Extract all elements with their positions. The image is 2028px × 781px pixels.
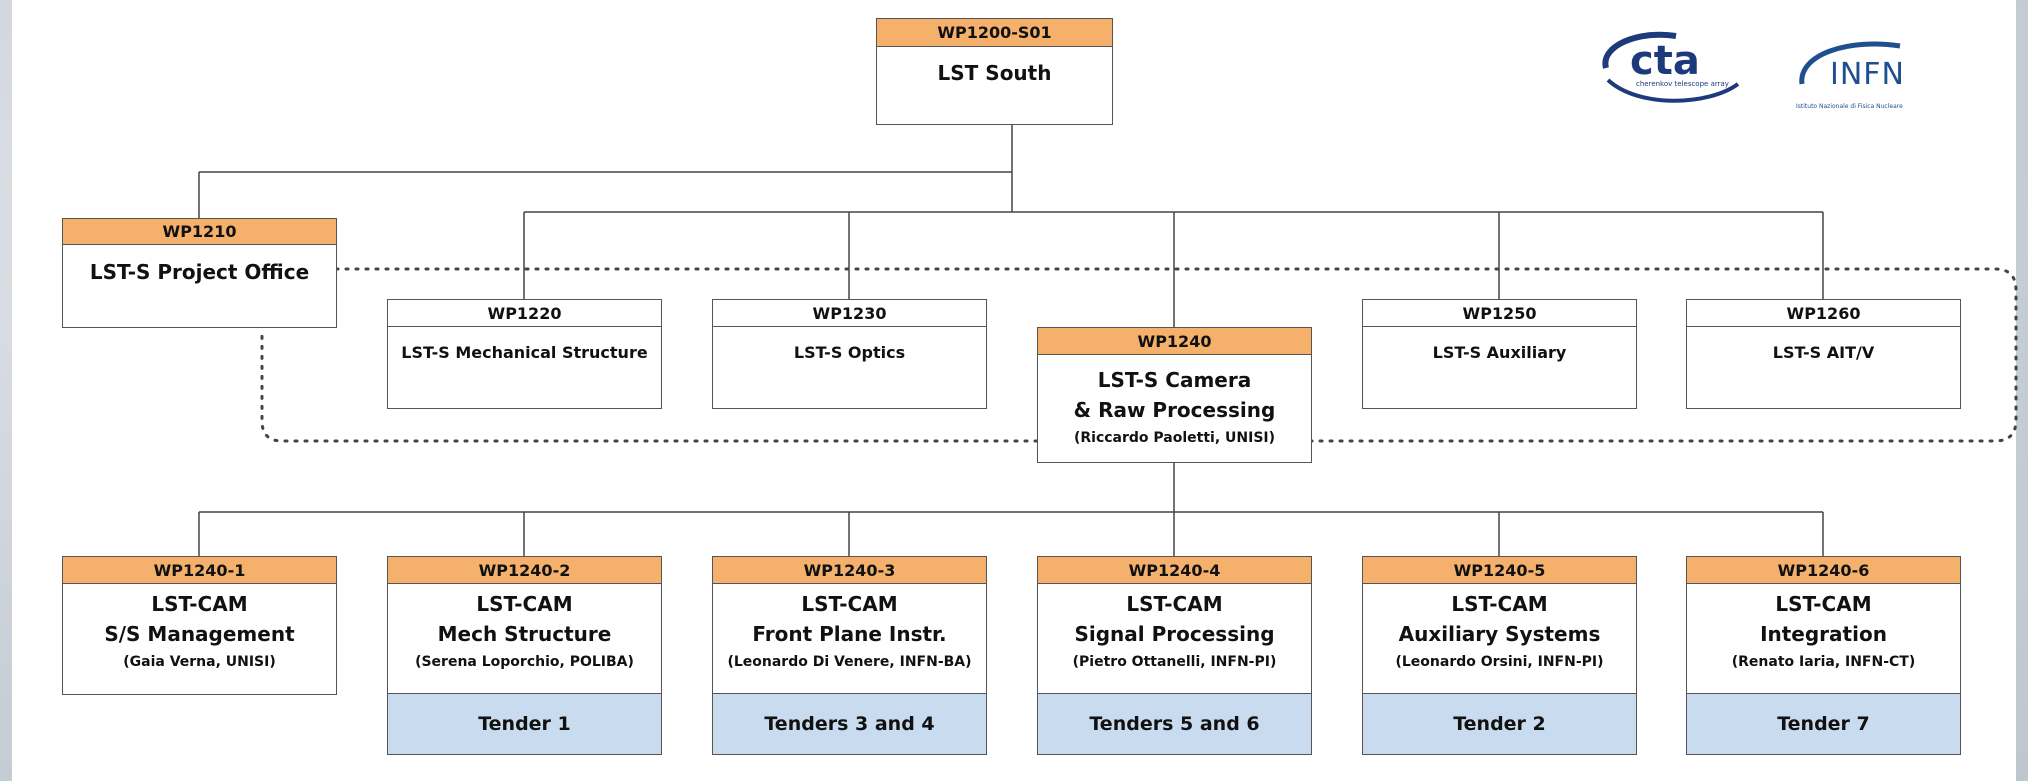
wp-title-line1: LST-CAM — [1775, 592, 1872, 616]
wp1240-4-box: WP1240-4 LST-CAM Signal Processing (Piet… — [1037, 556, 1312, 695]
wp1210-box: WP1210 LST-S Project Office — [62, 218, 337, 328]
tender-box: Tender 7 — [1686, 693, 1961, 755]
svg-text:cta: cta — [1630, 38, 1700, 84]
wp-lead: (Gaia Verna, UNISI) — [123, 654, 276, 670]
wp-title-line1: LST-CAM — [476, 592, 573, 616]
wp1240-3-box: WP1240-3 LST-CAM Front Plane Instr. (Leo… — [712, 556, 987, 695]
svg-text:cherenkov telescope array: cherenkov telescope array — [1636, 80, 1729, 88]
wp-lead: (Serena Loporchio, POLIBA) — [415, 654, 634, 670]
wp1240-box: WP1240 LST-S Camera & Raw Processing (Ri… — [1037, 327, 1312, 463]
wp-code: WP1220 — [388, 300, 661, 327]
svg-text:Istituto Nazionale di Fisica N: Istituto Nazionale di Fisica Nucleare — [1796, 103, 1903, 110]
wp-title: LST-S Mechanical Structure — [401, 343, 648, 362]
wp1230-box: WP1230 LST-S Optics — [712, 299, 987, 409]
wp-title: LST-S Auxiliary — [1432, 343, 1567, 362]
svg-text:INFN: INFN — [1830, 57, 1905, 92]
wp-code: WP1240-1 — [63, 557, 336, 584]
wp-code: WP1240-3 — [713, 557, 986, 584]
wp-code: WP1240 — [1038, 328, 1311, 355]
wp-lead: (Leonardo Orsini, INFN-PI) — [1395, 654, 1604, 670]
wp1200-box: WP1200-S01 LST South — [876, 18, 1113, 125]
wp-code: WP1200-S01 — [877, 19, 1112, 47]
tender-box: Tenders 5 and 6 — [1037, 693, 1312, 755]
wp-code: WP1260 — [1687, 300, 1960, 327]
wp-title-line1: LST-CAM — [801, 592, 898, 616]
tender-box: Tender 2 — [1362, 693, 1637, 755]
wp1220-box: WP1220 LST-S Mechanical Structure — [387, 299, 662, 409]
wp-title-line1: LST-CAM — [151, 592, 248, 616]
wp1240-2-box: WP1240-2 LST-CAM Mech Structure (Serena … — [387, 556, 662, 695]
wp-code: WP1210 — [63, 219, 336, 245]
wp-lead: (Riccardo Paoletti, UNISI) — [1073, 430, 1276, 446]
wp-title: LST South — [937, 61, 1052, 85]
cta-logo: cta cherenkov telescope array — [1598, 28, 1748, 108]
wp-code: WP1240-4 — [1038, 557, 1311, 584]
wp-title-line1: LST-CAM — [1126, 592, 1223, 616]
wp-title-line1: LST-S Camera — [1097, 368, 1252, 392]
wp-title: LST-S AIT/V — [1772, 343, 1875, 362]
wp-code: WP1250 — [1363, 300, 1636, 327]
diagram-canvas — [12, 0, 2016, 781]
wp-title: LST-S Project Office — [89, 260, 310, 284]
infn-logo: INFN Istituto Nazionale di Fisica Nuclea… — [1790, 34, 1940, 114]
wp-title-line2: Signal Processing — [1074, 622, 1275, 646]
wp-code: WP1240-2 — [388, 557, 661, 584]
wp-lead: (Pietro Ottanelli, INFN-PI) — [1072, 654, 1277, 670]
wp-lead: (Renato Iaria, INFN-CT) — [1731, 654, 1916, 670]
wp1240-5-box: WP1240-5 LST-CAM Auxiliary Systems (Leon… — [1362, 556, 1637, 695]
wp-title-line2: S/S Management — [104, 622, 295, 646]
wp-title-line2: Integration — [1760, 622, 1887, 646]
wp-title-line2: Front Plane Instr. — [752, 622, 947, 646]
wp-title-line2: Auxiliary Systems — [1398, 622, 1601, 646]
wp1240-6-box: WP1240-6 LST-CAM Integration (Renato Iar… — [1686, 556, 1961, 695]
tender-box: Tender 1 — [387, 693, 662, 755]
wp-title: LST-S Optics — [793, 343, 906, 362]
wp1260-box: WP1260 LST-S AIT/V — [1686, 299, 1961, 409]
wp-code: WP1240-6 — [1687, 557, 1960, 584]
wp-title-line2: Mech Structure — [437, 622, 612, 646]
wp-title-line1: LST-CAM — [1451, 592, 1548, 616]
tender-box: Tenders 3 and 4 — [712, 693, 987, 755]
wp-code: WP1240-5 — [1363, 557, 1636, 584]
wp1250-box: WP1250 LST-S Auxiliary — [1362, 299, 1637, 409]
wp-lead: (Leonardo Di Venere, INFN-BA) — [727, 654, 972, 670]
wp-title-line2: & Raw Processing — [1073, 398, 1276, 422]
wp-code: WP1230 — [713, 300, 986, 327]
wp1240-1-box: WP1240-1 LST-CAM S/S Management (Gaia Ve… — [62, 556, 337, 695]
